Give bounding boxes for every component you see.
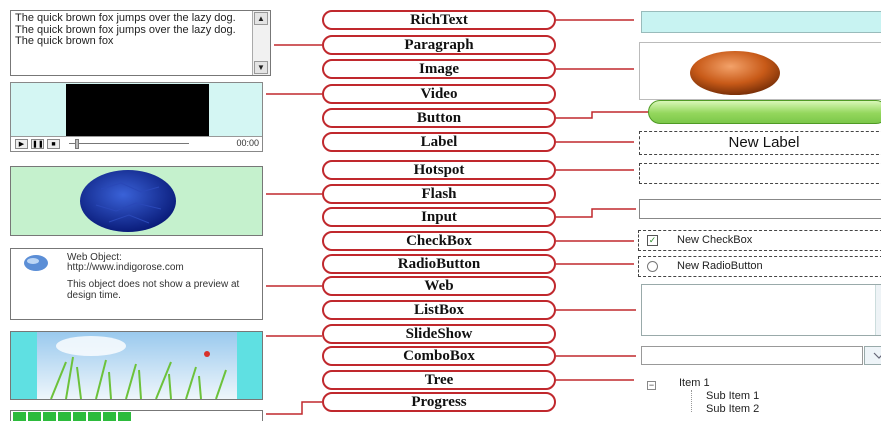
progress-segment xyxy=(13,412,26,421)
web-object-note: This object does not show a preview at d… xyxy=(67,279,240,301)
label-button: Button xyxy=(322,108,556,128)
checkbox-text: New CheckBox xyxy=(677,234,753,246)
radio-circle-icon[interactable] xyxy=(647,261,658,272)
image-oval-icon xyxy=(690,51,780,95)
combobox-dropdown-button[interactable] xyxy=(864,346,881,365)
flash-preview xyxy=(10,166,263,236)
label-input: Input xyxy=(322,207,556,227)
input-preview[interactable] xyxy=(639,199,881,219)
radio-text: New RadioButton xyxy=(677,260,763,272)
label-label: Label xyxy=(322,132,556,152)
scroll-down-icon[interactable]: ▼ xyxy=(254,61,268,74)
video-screen xyxy=(66,84,209,137)
radio-preview[interactable]: New RadioButton xyxy=(638,256,881,277)
video-seek-track[interactable] xyxy=(69,143,189,144)
label-web: Web xyxy=(322,276,556,296)
checkbox-preview[interactable]: ✓ New CheckBox xyxy=(638,230,881,251)
connector-progress xyxy=(266,401,322,415)
web-object-icon xyxy=(24,255,48,271)
stop-icon[interactable]: ■ xyxy=(47,139,60,149)
label-hotspot: Hotspot xyxy=(322,160,556,180)
slideshow-image xyxy=(37,332,237,399)
label-slideshow: SlideShow xyxy=(322,324,556,344)
tree-root-item[interactable]: Item 1 xyxy=(679,377,710,389)
label-paragraph: Paragraph xyxy=(322,35,556,55)
video-controls: ▶ ❚❚ ■ 00:00 xyxy=(11,136,262,151)
checkbox-check-icon[interactable]: ✓ xyxy=(647,235,658,246)
progress-segment xyxy=(58,412,71,421)
paragraph-preview: The quick brown fox jumps over the lazy … xyxy=(10,10,271,76)
tree-child-item[interactable]: Sub Item 2 xyxy=(706,403,760,415)
slideshow-preview xyxy=(10,331,263,400)
progress-preview xyxy=(10,410,263,421)
globe-icon xyxy=(80,170,176,232)
label-image: Image xyxy=(322,59,556,79)
progress-segment xyxy=(73,412,86,421)
web-object-url: http://www.indigorose.com xyxy=(67,262,184,273)
richtext-preview[interactable] xyxy=(641,11,881,33)
combobox-preview[interactable] xyxy=(641,346,863,365)
web-object-title: Web Object: xyxy=(67,252,122,263)
label-progress: Progress xyxy=(322,392,556,412)
button-preview[interactable] xyxy=(648,100,881,124)
label-combobox: ComboBox xyxy=(322,346,556,366)
connector-input xyxy=(556,208,636,218)
progress-segment xyxy=(43,412,56,421)
scroll-up-icon[interactable]: ▲ xyxy=(254,12,268,25)
paragraph-scrollbar[interactable]: ▲ ▼ xyxy=(252,11,270,75)
video-preview: ▶ ❚❚ ■ 00:00 xyxy=(10,82,263,152)
progress-segment xyxy=(88,412,101,421)
tree-collapse-icon[interactable]: − xyxy=(647,380,656,390)
video-seek-handle[interactable] xyxy=(75,139,79,149)
image-preview xyxy=(639,42,881,100)
connector-button xyxy=(556,111,650,119)
video-time: 00:00 xyxy=(236,138,259,148)
label-listbox: ListBox xyxy=(322,300,556,320)
listbox-scrollbar[interactable] xyxy=(875,285,881,335)
label-flash: Flash xyxy=(322,184,556,204)
progress-segment xyxy=(118,412,131,421)
label-richtext: RichText xyxy=(322,10,556,30)
tree-guide-line xyxy=(691,390,693,412)
hotspot-preview[interactable] xyxy=(639,163,881,184)
label-checkbox: CheckBox xyxy=(322,231,556,251)
progress-segment xyxy=(103,412,116,421)
play-icon[interactable]: ▶ xyxy=(15,139,28,149)
label-preview: New Label xyxy=(639,131,881,155)
web-preview: Web Object: http://www.indigorose.com Th… xyxy=(10,248,263,320)
progress-segment xyxy=(28,412,41,421)
paragraph-text: The quick brown fox jumps over the lazy … xyxy=(15,13,236,47)
pause-icon[interactable]: ❚❚ xyxy=(31,139,44,149)
chevron-down-icon xyxy=(873,352,881,359)
label-radiobutton: RadioButton xyxy=(322,254,556,274)
tree-child-item[interactable]: Sub Item 1 xyxy=(706,390,760,402)
label-video: Video xyxy=(322,84,556,104)
listbox-preview[interactable] xyxy=(641,284,881,336)
tree-preview: − Item 1 Sub Item 1 Sub Item 2 xyxy=(639,377,881,421)
label-tree: Tree xyxy=(322,370,556,390)
